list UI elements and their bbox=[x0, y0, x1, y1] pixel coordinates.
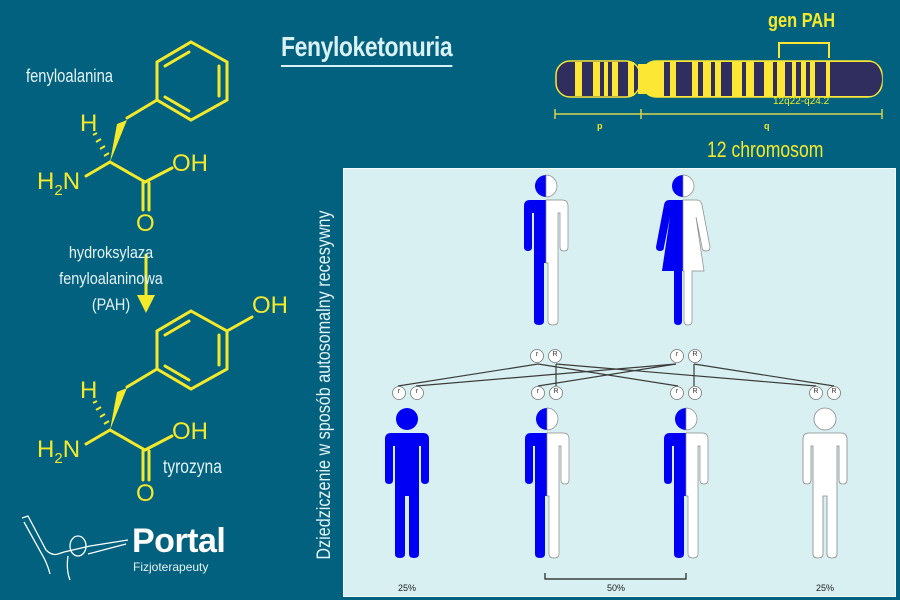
gene-label: gen PAH bbox=[768, 10, 836, 32]
enzyme-label: hydroksylaza fenyloalaninowa (PAH) bbox=[59, 243, 163, 314]
allele-label: r bbox=[415, 388, 419, 395]
percent-affected: 25% bbox=[397, 583, 416, 593]
child-healthy-figure bbox=[802, 407, 848, 559]
atom-h-tyr: H bbox=[80, 377, 98, 404]
allele-label: r bbox=[675, 388, 679, 395]
allele-label: r bbox=[535, 351, 539, 358]
product-label: tyrozyna bbox=[163, 457, 222, 478]
atom-oh-tyr-ring: OH bbox=[252, 292, 288, 319]
page-title: Fenyloketonuria bbox=[281, 30, 453, 67]
allele-label: R bbox=[831, 388, 837, 395]
allele-label: r bbox=[397, 388, 401, 395]
chromosome-12-diagram bbox=[554, 42, 883, 119]
child-carrier-figure-2 bbox=[664, 407, 709, 559]
allele-label: R bbox=[813, 388, 819, 395]
portal-logo-figure-icon bbox=[21, 515, 129, 581]
inheritance-panel bbox=[343, 168, 896, 597]
substrate-label: fenyloalanina bbox=[26, 66, 113, 86]
reaction-arrow-icon bbox=[137, 295, 155, 313]
atom-oh-phe: OH bbox=[172, 150, 208, 177]
child-carrier-figure-1 bbox=[525, 407, 570, 559]
allele-label: R bbox=[553, 388, 559, 395]
chemistry-diagram bbox=[84, 40, 254, 482]
percent-healthy: 25% bbox=[815, 583, 834, 593]
parent-alleles bbox=[392, 349, 841, 400]
parent-father-figure bbox=[524, 174, 569, 326]
atom-nh2-phe: H2N bbox=[37, 168, 81, 199]
allele-label: R bbox=[692, 388, 698, 395]
atom-o-tyr: O bbox=[136, 480, 155, 507]
band-label: 12q22-q24.2 bbox=[773, 96, 830, 107]
allele-label: r bbox=[536, 388, 540, 395]
allele-label: r bbox=[675, 351, 679, 358]
child-affected-figure bbox=[385, 408, 429, 558]
percent-carrier: 50% bbox=[606, 583, 625, 593]
logo-name: Portal bbox=[132, 522, 226, 560]
atom-h-phe: H bbox=[80, 110, 98, 137]
parent-mother-figure bbox=[656, 174, 711, 326]
atom-o-phe: O bbox=[136, 210, 155, 237]
allele-label: R bbox=[552, 351, 558, 358]
atom-oh-tyr: OH bbox=[172, 418, 208, 445]
arm-q-label: q bbox=[764, 121, 770, 131]
atom-nh2-tyr: H2N bbox=[37, 436, 81, 467]
logo-subtitle: Fizjoterapeuty bbox=[133, 560, 209, 574]
arm-p-label: p bbox=[597, 121, 603, 131]
benzene-ring-phenylalanine bbox=[155, 40, 229, 122]
chromosome-name: 12 chromosom bbox=[707, 137, 824, 162]
allele-connection-lines bbox=[397, 363, 835, 387]
carrier-bracket bbox=[544, 573, 687, 580]
allele-label: R bbox=[692, 351, 698, 358]
